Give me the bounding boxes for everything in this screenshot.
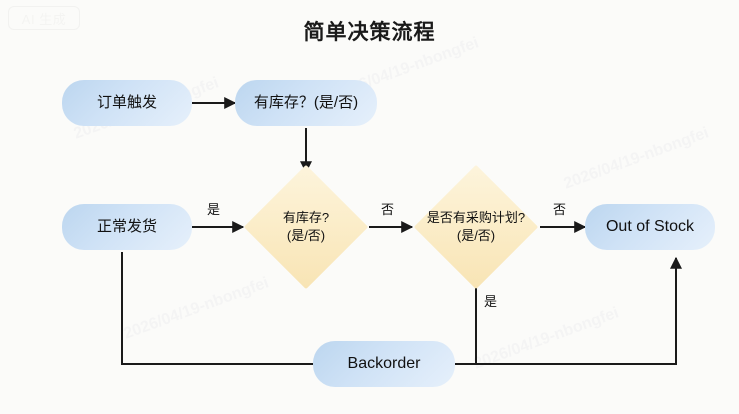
node-normal-shipment-label: 正常发货 <box>96 217 157 235</box>
background-watermark-text: 2026/04/19-nbongfei <box>471 304 622 373</box>
node-stock-decision-label-line2: (是/否) <box>286 228 326 243</box>
node-order-trigger-label: 订单触发 <box>96 93 157 111</box>
background-watermark-text: 2026/04/19-nbongfei <box>121 274 272 343</box>
edge-label-yes-to-stock-decision: 是 <box>207 202 221 217</box>
edge-label-yes-backorder-up: 是 <box>484 294 498 309</box>
edge-label-no-to-out-of-stock: 否 <box>553 202 567 217</box>
node-stock-decision-label-line1: 有库存? <box>282 210 330 226</box>
page-title: 简单决策流程 <box>303 21 436 44</box>
node-purchase-plan[interactable]: 是否有采购计划? (是/否) <box>413 164 539 290</box>
node-stock-check-top[interactable]: 有库存？(是/否) <box>235 80 377 126</box>
node-order-trigger[interactable]: 订单触发 <box>62 80 192 126</box>
node-backorder-label: Backorder <box>347 355 421 372</box>
node-stock-decision[interactable]: 有库存? (是/否) <box>243 164 369 290</box>
node-out-of-stock-label: Out of Stock <box>605 218 695 235</box>
node-purchase-plan-label-line1: 是否有采购计划? <box>426 210 526 226</box>
background-watermark-text: 2026/04/19-nbongfei <box>561 124 712 193</box>
node-purchase-plan-label: 是否有采购计划? (是/否) <box>427 183 525 271</box>
node-out-of-stock[interactable]: Out of Stock <box>585 204 715 250</box>
edge-label-no-to-purchase-plan: 否 <box>381 202 395 217</box>
ai-generated-badge: AI 生成 <box>8 6 80 30</box>
node-backorder[interactable]: Backorder <box>313 341 455 387</box>
node-purchase-plan-label-line2: (是/否) <box>456 228 496 243</box>
node-stock-decision-label: 有库存? (是/否) <box>262 183 350 271</box>
node-stock-check-top-label: 有库存？(是/否) <box>253 93 359 111</box>
node-normal-shipment[interactable]: 正常发货 <box>62 204 192 250</box>
